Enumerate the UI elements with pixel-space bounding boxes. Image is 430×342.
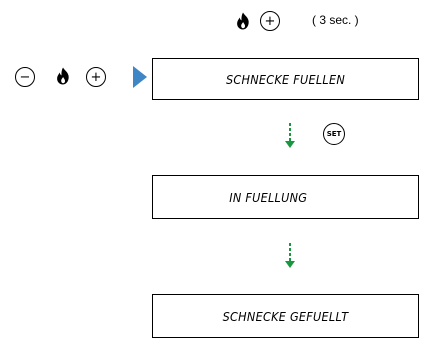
plus-button-top[interactable]: + — [260, 11, 280, 31]
display-label: SCHNECKE FUELLEN — [225, 71, 346, 87]
flame-icon — [237, 12, 249, 30]
arrow-down-icon — [285, 243, 295, 268]
arrow-down-icon — [285, 123, 295, 148]
display-screen-filling: IN FUELLUNG — [152, 175, 419, 219]
display-screen-auger-filled: SCHNECKE GEFUELLT — [152, 294, 419, 338]
set-label: SET — [326, 129, 342, 138]
plus-button[interactable]: + — [86, 67, 106, 87]
set-button[interactable]: SET — [323, 123, 345, 145]
display-screen-fill-auger: SCHNECKE FUELLEN — [152, 58, 419, 100]
display-label: IN FUELLUNG — [229, 189, 308, 205]
minus-symbol: − — [19, 69, 31, 85]
display-label: SCHNECKE GEFUELLT — [222, 308, 349, 324]
minus-button[interactable]: − — [15, 67, 35, 87]
flame-icon — [57, 67, 69, 85]
plus-symbol: + — [264, 13, 276, 29]
pointer-icon — [133, 66, 147, 88]
plus-symbol: + — [90, 69, 102, 85]
hold-duration-note: ( 3 sec. ) — [312, 13, 359, 27]
